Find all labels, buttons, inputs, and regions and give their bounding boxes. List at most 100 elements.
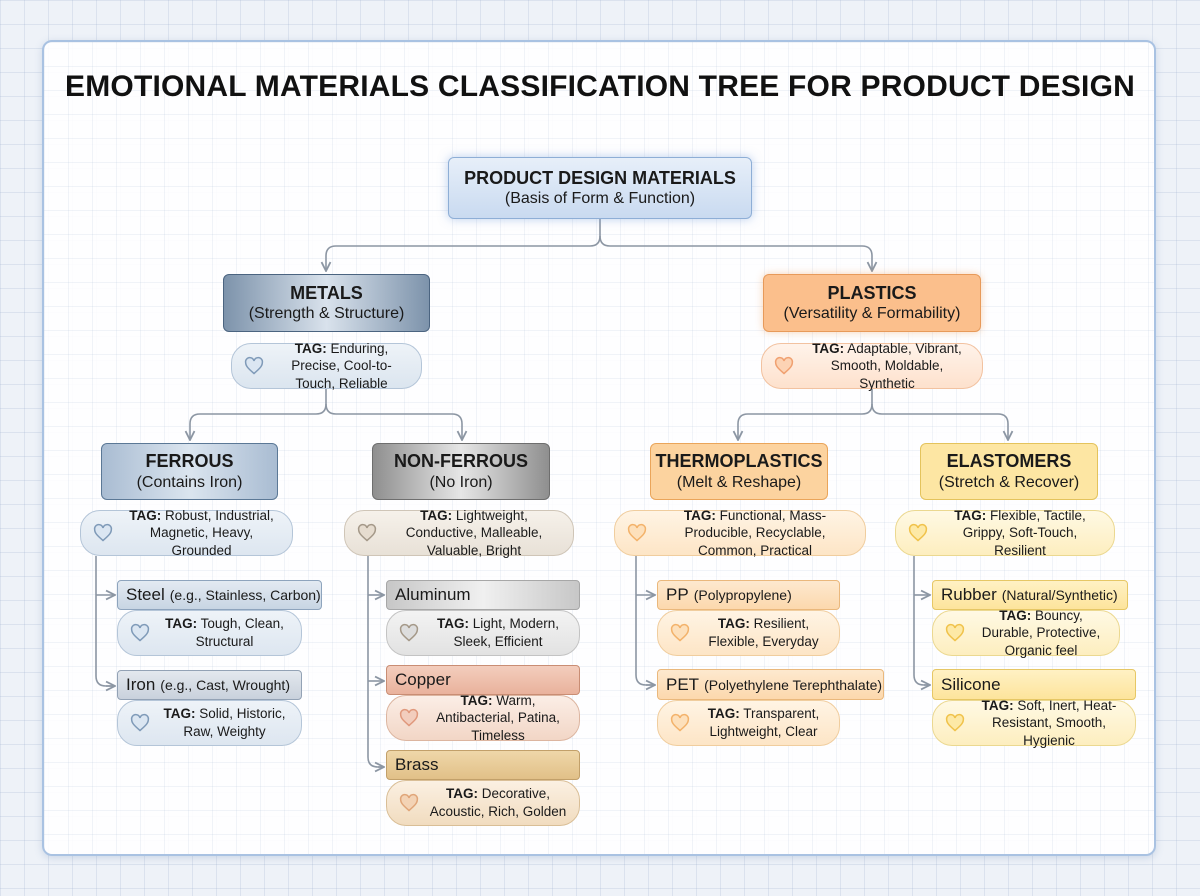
tag-label: TAG: <box>460 692 493 708</box>
ferrous-title: FERROUS <box>145 451 234 472</box>
elastomers-subtitle: (Stretch & Recover) <box>938 473 1080 491</box>
heart-icon <box>357 523 377 542</box>
edge-nonferrous-trunk <box>367 556 383 768</box>
edge-plastics-elast <box>871 403 1008 440</box>
ferrous-tag: TAG: Robust, Industrial, Magnetic, Heavy… <box>80 507 293 558</box>
item-name: Aluminum <box>395 585 471 604</box>
edge-elast-trunk <box>913 556 929 686</box>
pet-tag: TAG: Transparent, Lightweight, Clear <box>657 700 840 746</box>
tag-label: TAG: <box>683 507 716 523</box>
edge-ferrous-trunk <box>95 556 113 687</box>
item-note: (Natural/Synthetic) <box>1001 587 1118 603</box>
item-name: Brass <box>395 755 439 774</box>
item-aluminum: Aluminum <box>386 580 580 610</box>
heart-icon <box>627 523 647 542</box>
item-name: PET <box>666 674 700 694</box>
plastics-tag: TAG: Adaptable, Vibrant, Smooth, Moldabl… <box>761 340 983 391</box>
item-brass: Brass <box>386 750 580 780</box>
edge-metals-ferrous <box>190 389 327 440</box>
tag-text: Resilient, Flexible, Everyday <box>708 616 819 649</box>
item-name: Iron <box>126 675 156 694</box>
rubber-tag: TAG: Bouncy, Durable, Protective, Organi… <box>932 607 1120 658</box>
item-rubber: Rubber(Natural/Synthetic) <box>932 580 1128 610</box>
tag-label: TAG: <box>436 616 469 632</box>
edge-metals-nonferrous <box>325 403 462 440</box>
item-name: Copper <box>395 670 451 689</box>
tag-label: TAG: <box>165 616 198 632</box>
heart-icon <box>399 708 419 727</box>
brass-tag: TAG: Decorative, Acoustic, Rich, Golden <box>386 780 580 826</box>
ferrous-subtitle: (Contains Iron) <box>136 473 243 491</box>
item-name: Steel <box>126 585 165 604</box>
heart-icon <box>945 623 965 642</box>
elastomers-node: ELASTOMERS (Stretch & Recover) <box>920 443 1098 500</box>
heart-icon <box>93 523 113 542</box>
tag-label: TAG: <box>420 507 453 523</box>
tag-text: Adaptable, Vibrant, Smooth, Moldable, Sy… <box>830 340 962 391</box>
item-note: (Polypropylene) <box>693 587 792 603</box>
tag-label: TAG: <box>999 607 1032 623</box>
nonferrous-subtitle: (No Iron) <box>429 473 493 491</box>
iron-tag: TAG: Solid, Historic, Raw, Weighty <box>117 700 302 746</box>
item-note: (e.g., Stainless, Carbon) <box>169 587 321 603</box>
tag-text: Bouncy, Durable, Protective, Organic fee… <box>981 607 1101 658</box>
tag-text: Light, Modern, Sleek, Efficient <box>453 616 560 649</box>
nonferrous-tag: TAG: Lightweight, Conductive, Malleable,… <box>344 507 574 558</box>
thermoplastics-tag: TAG: Functional, Mass-Producible, Recycl… <box>614 507 866 558</box>
plastics-title: PLASTICS <box>827 282 917 303</box>
steel-tag: TAG: Tough, Clean, Structural <box>117 610 302 656</box>
tag-text: Lightweight, Conductive, Malleable, Valu… <box>405 507 543 558</box>
thermoplastics-node: THERMOPLASTICS (Melt & Reshape) <box>650 443 828 500</box>
tag-label: TAG: <box>129 507 162 523</box>
heart-icon <box>130 623 150 642</box>
item-note: (e.g., Cast, Wrought) <box>160 677 290 693</box>
heart-icon <box>130 713 150 732</box>
nonferrous-title: NON-FERROUS <box>394 451 528 472</box>
diagram-title: EMOTIONAL MATERIALS CLASSIFICATION TREE … <box>65 70 1135 103</box>
nonferrous-node: NON-FERROUS (No Iron) <box>372 443 550 500</box>
tag-label: TAG: <box>981 697 1014 713</box>
heart-icon <box>670 623 690 642</box>
item-note: (Polyethylene Terephthalate) <box>704 676 883 693</box>
tag-text: Functional, Mass-Producible, Recyclable,… <box>684 507 827 558</box>
tag-label: TAG: <box>717 616 750 632</box>
tag-text: Warm, Antibacterial, Patina, Timeless <box>436 692 560 743</box>
tag-text: Tough, Clean, Structural <box>195 616 284 649</box>
elastomers-title: ELASTOMERS <box>946 451 1072 472</box>
item-iron: Iron(e.g., Cast, Wrought) <box>117 670 302 700</box>
edge-root-plastics <box>599 235 872 271</box>
heart-icon <box>670 713 690 732</box>
item-pet: PET(Polyethylene Terephthalate) <box>657 669 884 700</box>
thermoplastics-title: THERMOPLASTICS <box>655 451 823 472</box>
root-title: PRODUCT DESIGN MATERIALS <box>464 167 736 188</box>
tag-label: TAG: <box>812 340 845 356</box>
tag-label: TAG: <box>954 507 987 523</box>
plastics-subtitle: (Versatility & Formability) <box>783 305 961 323</box>
tag-text: Flexible, Tactile, Grippy, Soft-Touch, R… <box>962 507 1086 558</box>
edge-plastics-thermo <box>738 389 873 440</box>
item-copper: Copper <box>386 665 580 695</box>
plastics-node: PLASTICS (Versatility & Formability) <box>763 274 981 332</box>
metals-title: METALS <box>290 282 363 303</box>
tag-text: Soft, Inert, Heat-Resistant, Smooth, Hyg… <box>991 697 1117 748</box>
tag-text: Solid, Historic, Raw, Weighty <box>183 706 286 739</box>
pp-tag: TAG: Resilient, Flexible, Everyday <box>657 610 840 656</box>
item-name: Rubber <box>941 585 997 604</box>
tag-label: TAG: <box>707 706 740 722</box>
heart-icon <box>945 713 965 732</box>
heart-icon <box>399 793 419 812</box>
item-name: Silicone <box>941 674 1001 694</box>
metals-tag: TAG: Enduring, Precise, Cool-to-Touch, R… <box>231 340 422 391</box>
heart-icon <box>774 356 794 375</box>
tag-label: TAG: <box>294 340 327 356</box>
heart-icon <box>244 356 264 375</box>
copper-tag: TAG: Warm, Antibacterial, Patina, Timele… <box>386 692 580 743</box>
root-subtitle: (Basis of Form & Function) <box>504 190 696 208</box>
edge-root-metals <box>326 219 601 271</box>
aluminum-tag: TAG: Light, Modern, Sleek, Efficient <box>386 610 580 656</box>
item-steel: Steel(e.g., Stainless, Carbon) <box>117 580 322 610</box>
tag-label: TAG: <box>163 706 196 722</box>
item-name: PP <box>666 585 689 604</box>
tag-label: TAG: <box>445 786 478 802</box>
tag-text: Enduring, Precise, Cool-to-Touch, Reliab… <box>291 340 392 391</box>
